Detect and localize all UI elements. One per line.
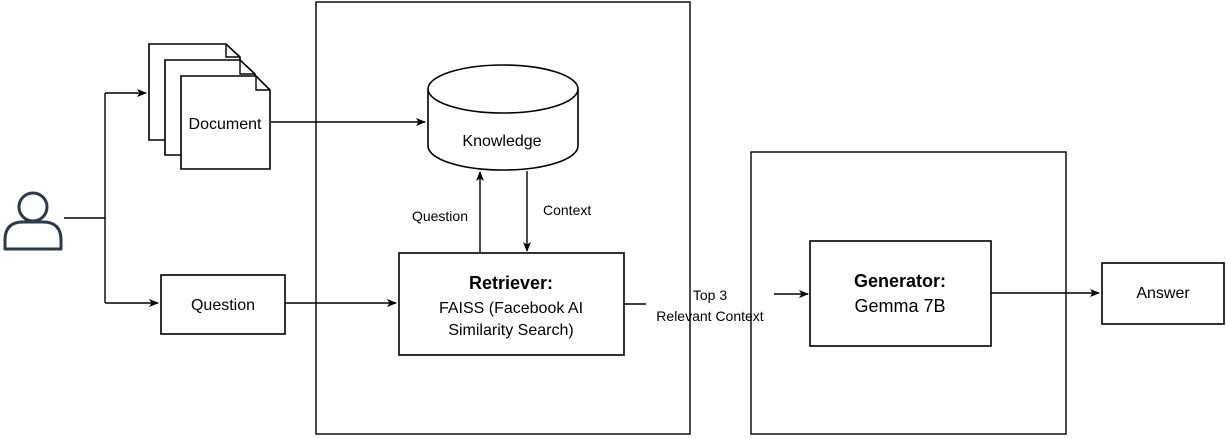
- retrieval-stage-frame: [315, 1, 691, 435]
- generator-box[interactable]: [809, 240, 992, 347]
- top3-label-line2: Relevant Context: [656, 308, 764, 324]
- retriever-line1: FAISS (Facebook AI: [439, 300, 583, 317]
- user-branch-connector: [64, 89, 159, 307]
- retriever-title: Retriever:: [469, 273, 553, 293]
- retriever-box[interactable]: [398, 252, 625, 356]
- multi-document-icon: [148, 43, 271, 170]
- top3-label-line1: Top 3: [693, 287, 727, 303]
- document-label: Document: [189, 116, 262, 133]
- answer-box[interactable]: [1101, 262, 1225, 325]
- generator-model: Gemma 7B: [854, 296, 945, 316]
- user-icon: [3, 191, 63, 251]
- question-input-label: Question: [191, 297, 255, 314]
- generator-title: Generator:: [854, 271, 946, 291]
- answer-label: Answer: [1136, 285, 1190, 302]
- retriever-line2: Similarity Search): [448, 322, 573, 339]
- question-input-box[interactable]: [160, 274, 286, 335]
- knowledge-label: Knowledge: [462, 133, 541, 150]
- database-cylinder-icon: [427, 64, 579, 171]
- context-edge-label: Context: [543, 202, 591, 218]
- question-edge-label: Question: [412, 208, 468, 224]
